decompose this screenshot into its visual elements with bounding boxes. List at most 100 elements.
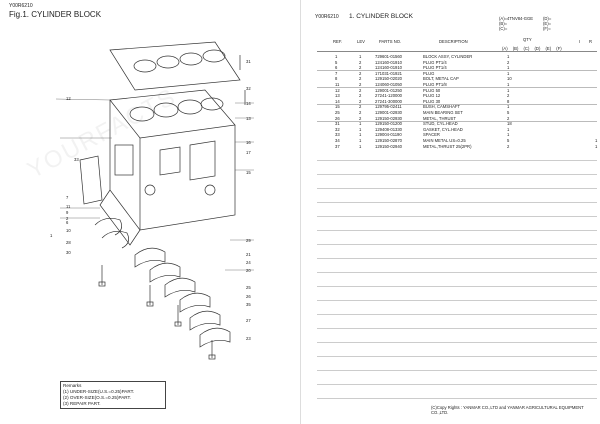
row-desc: PLUG	[423, 70, 435, 76]
callout: 10	[66, 228, 71, 233]
qty-col-a: (A)	[502, 46, 508, 51]
row-lev: 2	[359, 104, 362, 110]
row-qa: 18	[507, 121, 512, 127]
row-ref: 37	[335, 143, 340, 149]
row-desc: METAL, THRUST	[423, 115, 456, 121]
gasket-outline	[109, 41, 241, 91]
row-qa: 1	[507, 126, 510, 132]
callout: 14	[246, 101, 251, 106]
left-page: Y00R6210 Fig.1. CYLINDER BLOCK	[9, 3, 254, 409]
qty-subcols: (A) (B) (C) (D) (E) (F)	[502, 46, 562, 51]
callout: 12	[66, 96, 71, 101]
row-lev: 2	[359, 59, 362, 65]
callout: 7	[66, 195, 69, 200]
row-desc: BUSH, CAMSHAFT	[423, 104, 460, 110]
callout: 2	[66, 216, 69, 221]
model-key-d: (D)=	[543, 16, 552, 21]
row-lev: 2	[359, 110, 362, 115]
row-desc: MAIN METAL US=0.25	[423, 138, 466, 143]
bearing-caps	[94, 218, 231, 348]
row-qa: 2	[507, 93, 510, 99]
model-key-e: (E)=	[543, 21, 552, 26]
row-desc: PLUG 30	[423, 98, 441, 104]
col-ref: REF.	[333, 39, 343, 44]
bolts	[98, 265, 216, 360]
row-qa: 5	[507, 138, 510, 143]
row-qa: 1	[507, 82, 510, 87]
row-lev: 2	[359, 82, 362, 87]
row-qa: 10	[507, 76, 512, 82]
row-part: 129408-01330	[375, 126, 403, 132]
qty-col-d: (D)	[534, 46, 541, 51]
row-qa: 1	[507, 54, 510, 59]
callout: 30	[66, 250, 71, 255]
row-qa: 1	[507, 132, 510, 138]
row-ref: 11	[335, 82, 340, 87]
row-lev: 2	[359, 70, 362, 76]
callout: 35	[246, 302, 251, 307]
copyright: (C)Copy Rights : YANMAR CO.,LTD and YANM…	[431, 405, 584, 415]
row-desc: SPACER	[423, 132, 440, 138]
row-part: 129150-02940	[375, 143, 403, 149]
row-lev: 1	[359, 143, 362, 149]
row-lev: 2	[359, 76, 362, 82]
row-qa: 1	[507, 104, 510, 110]
row-desc: BLOCK ASSY, CYLINDER	[423, 54, 473, 59]
row-lev: 1	[359, 138, 362, 143]
row-part: 129004-01190	[375, 132, 402, 138]
row-part: 129795-02411	[375, 104, 402, 110]
right-page-code: Y00R6210	[315, 14, 339, 20]
row-qa: 1	[507, 65, 510, 71]
col-parts: PARTS NO.	[379, 39, 402, 44]
row-desc: PLUG 50	[423, 87, 441, 93]
model-key-2: (D)= (E)= (F)=	[543, 16, 551, 31]
row-part: 129150-02930	[375, 115, 403, 121]
qty-col-e: (E)	[545, 46, 552, 51]
row-qa: 2	[507, 115, 510, 121]
callout: 27	[246, 318, 251, 323]
callout: 25	[246, 285, 251, 290]
callout: 21	[246, 252, 251, 257]
callout: 16	[246, 140, 251, 145]
callout: 32	[246, 86, 251, 91]
row-ref: 32	[335, 126, 340, 132]
row-lev: 1	[359, 126, 362, 132]
row-qa: 5	[507, 110, 510, 115]
row-lev: 1	[359, 121, 362, 127]
row-part: 124160-01910	[375, 65, 403, 71]
row-ref: 15	[335, 104, 340, 110]
row-desc: PLUG PT1/4	[423, 59, 447, 65]
row-ref: 34	[335, 138, 340, 143]
row-ref: 13	[335, 93, 340, 99]
row-ref: 25	[335, 110, 340, 115]
callout: 33	[74, 157, 79, 162]
row-ref: 8	[335, 76, 338, 82]
row-part: 124060-01050	[375, 82, 403, 87]
row-qa: 8	[507, 98, 510, 104]
qty-col-c: (C)	[523, 46, 530, 51]
row-desc: PLUG PT1/8	[423, 82, 447, 87]
row-lev: 2	[359, 115, 362, 121]
model-key-f: (F)=	[543, 26, 551, 31]
callout: 23	[246, 336, 251, 341]
callout: 24	[246, 260, 251, 265]
col-r: R	[589, 39, 593, 44]
row-ref: 33	[335, 132, 340, 138]
row-part: 129001-01250	[375, 87, 403, 93]
row-desc: GASKET, CYL.HEAD	[423, 126, 463, 132]
row-lev: 2	[359, 93, 362, 99]
row-qa: 1	[507, 87, 510, 93]
callout: 26	[246, 294, 251, 299]
callout: 31	[246, 59, 251, 64]
callout: 6	[66, 220, 69, 225]
callout: 9	[66, 210, 69, 215]
row-part: 129001-02930	[375, 110, 403, 115]
row-r: 1	[595, 143, 598, 149]
row-ref: 31	[335, 121, 340, 127]
qty-col-b: (B)	[512, 46, 519, 51]
row-part: 729601-01560	[375, 54, 403, 59]
row-desc: PLUG PT1/4	[423, 65, 447, 71]
callout: 13	[246, 116, 251, 121]
left-page-title: Fig.1. CYLINDER BLOCK	[9, 10, 102, 19]
callout: 28	[66, 240, 71, 245]
